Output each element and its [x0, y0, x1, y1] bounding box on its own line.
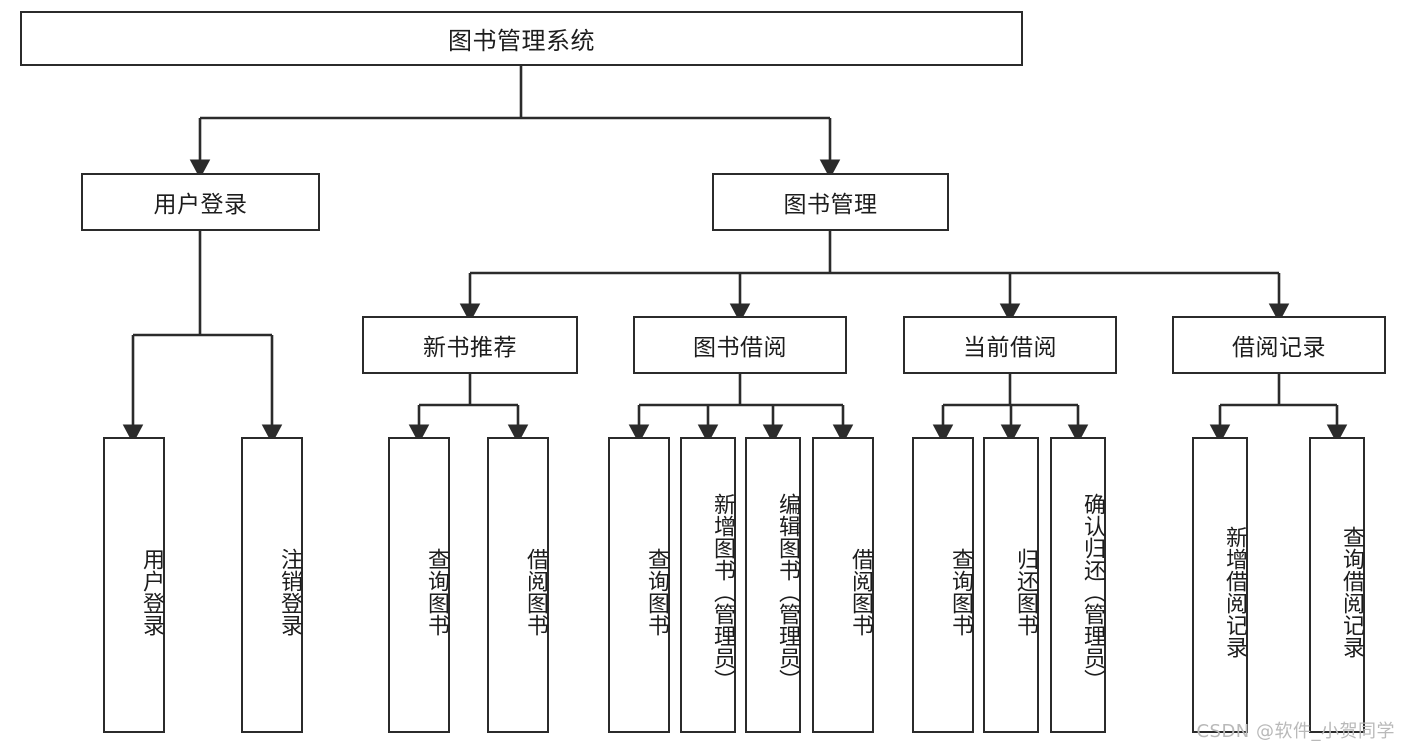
node-leaf-edit-book-admin[interactable]: 编辑图书（管理员） — [745, 437, 801, 733]
node-leaf-add-book-admin[interactable]: 新增图书（管理员） — [680, 437, 736, 733]
leaf-label: 新增图书（管理员） — [710, 493, 735, 691]
leaf-label: 查询图书 — [948, 548, 973, 636]
node-book-manage[interactable]: 图书管理 — [712, 173, 949, 231]
node-leaf-add-borrow-record[interactable]: 新增借阅记录 — [1192, 437, 1248, 733]
leaf-label: 归还图书 — [1013, 548, 1038, 636]
leaf-label: 新增借阅记录 — [1222, 526, 1247, 658]
node-new-book-recommend[interactable]: 新书推荐 — [362, 316, 578, 374]
node-leaf-query-book-borrow[interactable]: 查询图书 — [608, 437, 670, 733]
watermark-text: CSDN @软件_小贺同学 — [1196, 721, 1395, 742]
node-leaf-query-borrow-record[interactable]: 查询借阅记录 — [1309, 437, 1365, 733]
node-leaf-query-book-recommend[interactable]: 查询图书 — [388, 437, 450, 733]
leaf-label: 查询图书 — [424, 548, 449, 636]
leaf-label: 查询借阅记录 — [1339, 526, 1364, 658]
leaf-label: 用户登录 — [139, 548, 164, 636]
node-leaf-borrow-book-recommend[interactable]: 借阅图书 — [487, 437, 549, 733]
node-borrow-record[interactable]: 借阅记录 — [1172, 316, 1386, 374]
leaf-label: 查询图书 — [644, 548, 669, 636]
node-book-borrow[interactable]: 图书借阅 — [633, 316, 847, 374]
node-leaf-query-book-current[interactable]: 查询图书 — [912, 437, 974, 733]
node-leaf-user-login[interactable]: 用户登录 — [103, 437, 165, 733]
leaf-label: 注销登录 — [277, 548, 302, 636]
leaf-label: 编辑图书（管理员） — [775, 493, 800, 691]
node-leaf-borrow-book[interactable]: 借阅图书 — [812, 437, 874, 733]
node-leaf-logout[interactable]: 注销登录 — [241, 437, 303, 733]
node-leaf-return-book[interactable]: 归还图书 — [983, 437, 1039, 733]
node-root-title[interactable]: 图书管理系统 — [20, 11, 1023, 66]
leaf-label: 借阅图书 — [848, 548, 873, 636]
node-current-borrow[interactable]: 当前借阅 — [903, 316, 1117, 374]
leaf-label: 借阅图书 — [523, 548, 548, 636]
node-user-login[interactable]: 用户登录 — [81, 173, 320, 231]
node-leaf-confirm-return-admin[interactable]: 确认归还（管理员） — [1050, 437, 1106, 733]
leaf-label: 确认归还（管理员） — [1080, 493, 1105, 691]
